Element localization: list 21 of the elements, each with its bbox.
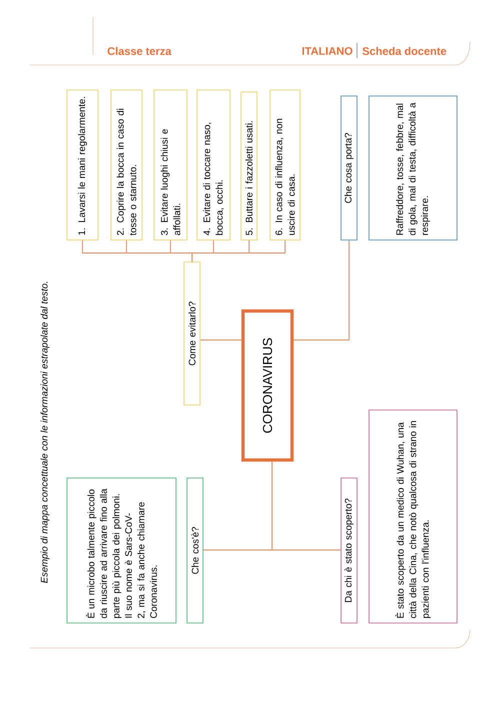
text-box: 2. Coprire la bocca in caso di tosse o starnuto. — [110, 90, 142, 240]
text-box: È stato scoperto da un medico di Wuhan, una città della Cina, che notò qualcosa di strano in pazienti con l'influenza. — [368, 410, 458, 624]
connector — [192, 240, 286, 262]
text-box: Raffreddore, tosse, febbre, mal di gola, mal di testa, difficoltà a respirare. — [368, 96, 458, 240]
text-box: Che cosa porta? — [340, 96, 358, 240]
text-box: 5. Buttare i fazzoletti usati. — [240, 92, 258, 240]
central-box: CORONAVIRUS — [241, 309, 294, 462]
header-text: Classe terza — [108, 46, 172, 56]
text-box: 1. Lavarsi le mani regolarmente. — [66, 90, 98, 240]
text-box: 3. Evitare luoghi chiusi e affollati. — [154, 90, 188, 240]
connector — [293, 240, 350, 340]
title: Esempio di mappa concettuale con le informazioni estrapolate dal testo. — [40, 282, 50, 583]
text-box: Come evitarlo? — [184, 262, 200, 406]
text-box: È un microbo talmente piccolo da riuscire ad arrivare fino alla parte più piccola dei polmoni. Il suo nome è Sars-CoV-2, ma si fa anche chiamare Coronavirus. — [66, 478, 176, 624]
connector — [272, 461, 342, 550]
header-text: Scheda docente — [362, 46, 446, 56]
header-text: ITALIANO — [302, 47, 352, 55]
text-box: 4. Evitare di toccare naso, bocca, occhi. — [196, 90, 230, 240]
text-box: 6. In caso di influenza, non uscire di casa. — [270, 90, 300, 240]
text-box: Da chi è stato scoperto? — [340, 478, 358, 624]
text-box: Che cos'è? — [186, 478, 204, 624]
